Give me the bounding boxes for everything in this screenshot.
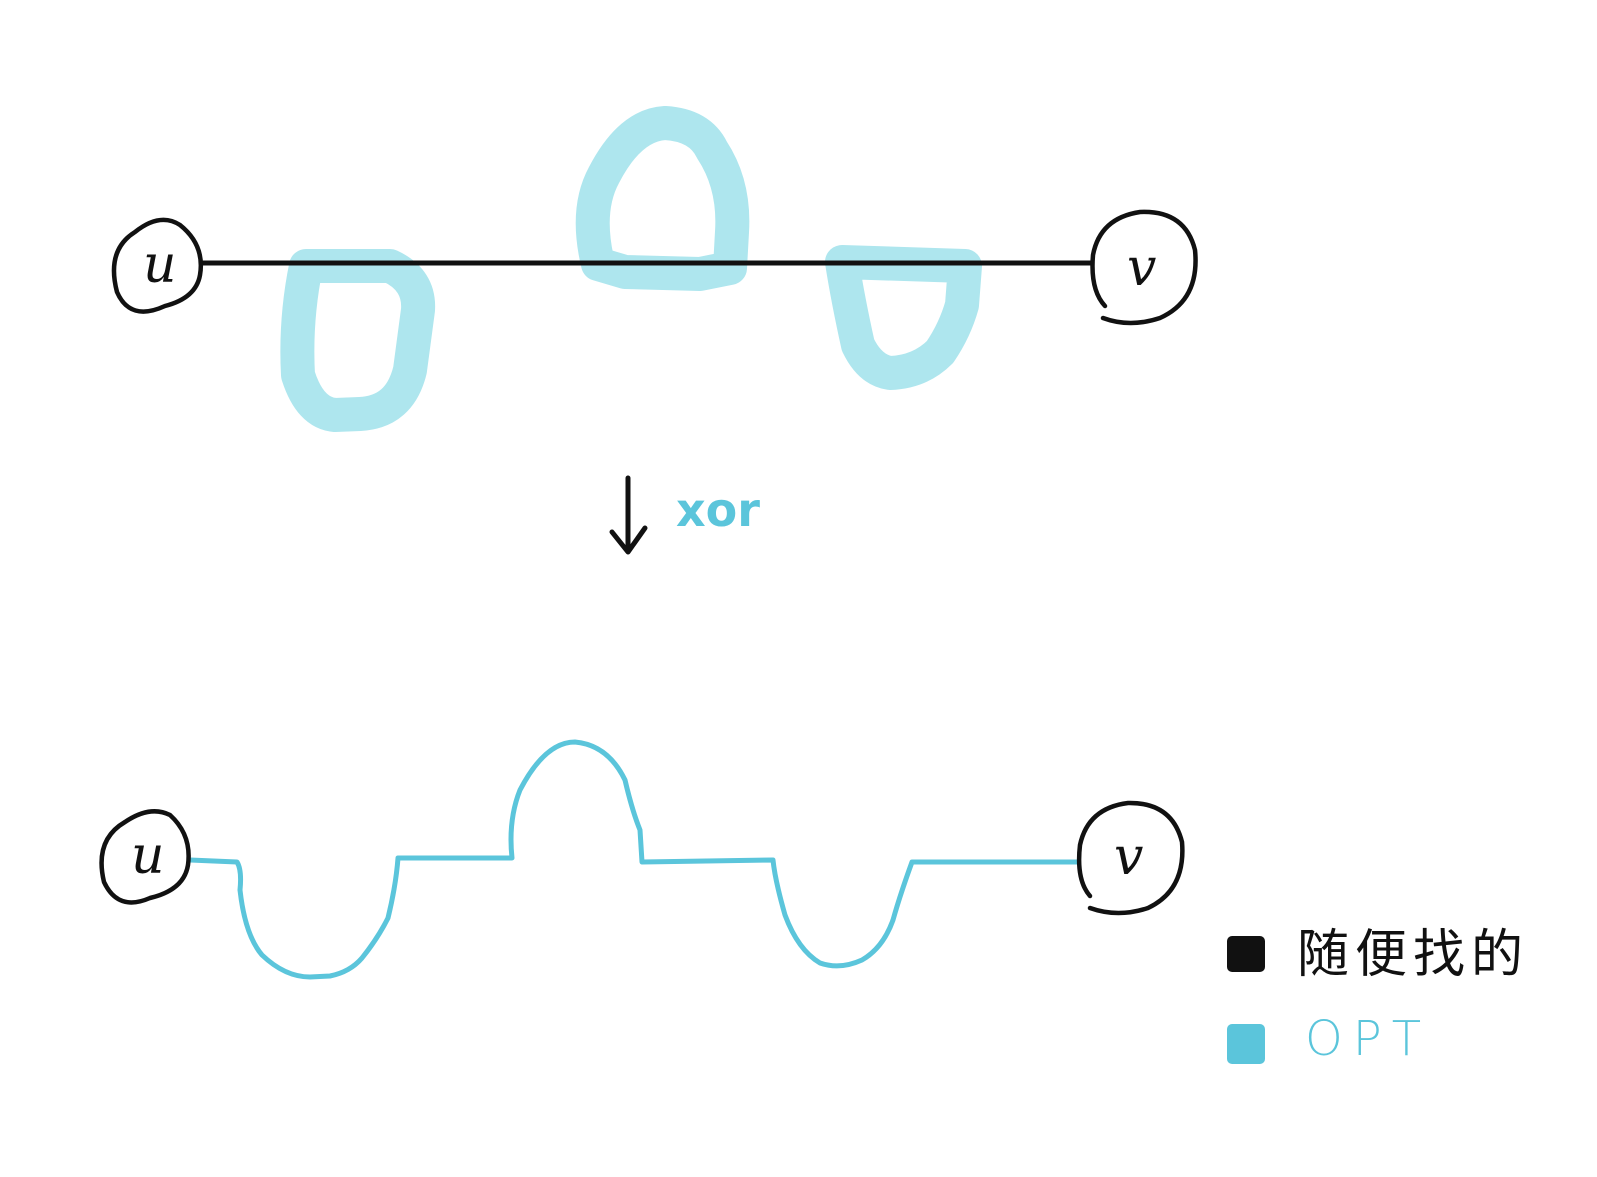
opt-cycle-middle: [575, 106, 750, 291]
opt-cycle-left: [280, 249, 436, 432]
legend-label-random: 随便找的: [1297, 925, 1529, 985]
bottom-diagram: u v: [99, 739, 1185, 980]
top-diagram: u v: [111, 106, 1198, 432]
node-u-bottom-label: u: [131, 826, 165, 886]
xor-label: xor: [676, 483, 760, 537]
legend-swatch-opt: [1227, 1024, 1265, 1064]
node-v-top: v: [1090, 209, 1198, 326]
legend-item-random: 随便找的: [1227, 925, 1529, 985]
node-u-top: u: [111, 217, 204, 314]
legend: 随便找的 OPT: [1227, 925, 1529, 1067]
node-u-bottom-circle: [99, 809, 191, 905]
down-arrow-icon: [609, 475, 648, 555]
node-u-top-label: u: [143, 235, 177, 295]
node-u-top-circle: [111, 217, 204, 314]
opt-cycles: [280, 106, 982, 432]
xor-result-path: [187, 739, 1083, 980]
node-v-bottom-circle: [1076, 800, 1185, 916]
opt-cycle-right: [825, 245, 982, 390]
legend-swatch-random: [1227, 936, 1265, 972]
transform: xor: [609, 475, 760, 555]
node-v-bottom: v: [1076, 800, 1185, 916]
node-v-top-label: v: [1127, 238, 1156, 298]
node-v-bottom-label: v: [1114, 827, 1143, 887]
legend-label-opt: OPT: [1305, 1011, 1431, 1067]
node-u-bottom: u: [99, 809, 191, 905]
node-v-top-circle: [1090, 209, 1198, 326]
legend-item-opt: OPT: [1227, 1011, 1431, 1067]
